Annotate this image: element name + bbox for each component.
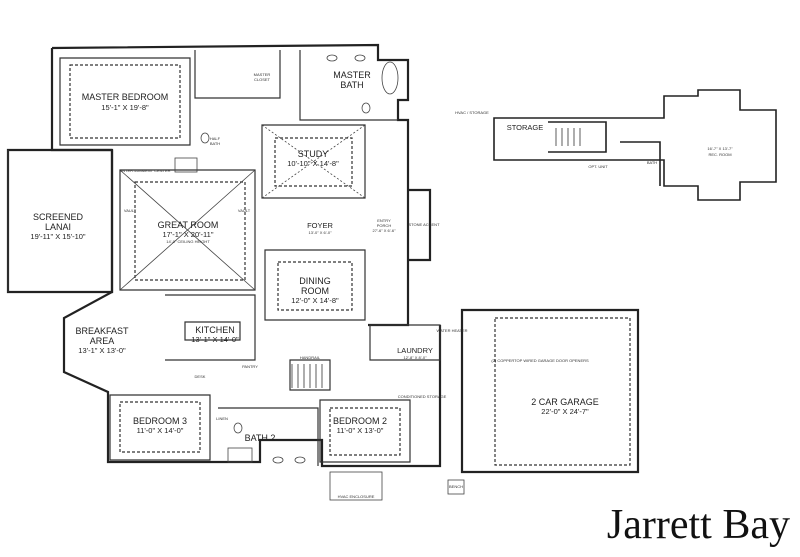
breakfast-dim: 13'-1" X 13'-0" xyxy=(78,346,126,355)
entry-porch-dim: 27'-6" X 6'-6" xyxy=(372,228,396,233)
entry-porch-label: ENTRY xyxy=(377,218,391,223)
dining-room-label2: ROOM xyxy=(301,286,329,296)
garage-label: 2 CAR GARAGE xyxy=(531,397,599,407)
water-heater-note: WATER HEATER xyxy=(436,328,467,333)
storage-label: STORAGE xyxy=(507,123,544,132)
master-bath-label2: BATH xyxy=(340,80,363,90)
half-bath-label2: BATH xyxy=(210,141,220,146)
breakfast-label2: AREA xyxy=(90,336,115,346)
foyer-label: FOYER xyxy=(307,221,333,230)
fixtures xyxy=(119,54,465,501)
master-bedroom-dim: 15'-1" X 19'-8" xyxy=(101,103,149,112)
master-bath-label: MASTER xyxy=(333,70,371,80)
ent-center-note: ENTERTAINMENT CENTER xyxy=(119,168,170,173)
vault-note-2: VAULT xyxy=(238,208,251,213)
foyer-dim: 13'-0" X 6'-0" xyxy=(308,230,332,235)
great-room-label: GREAT ROOM xyxy=(158,220,219,230)
garage-dim: 22'-0" X 24'-7" xyxy=(541,407,589,416)
pantry-note: PANTRY xyxy=(242,364,258,369)
handrail-note: HANDRAIL xyxy=(300,355,321,360)
conditioned-storage-note: CONDITIONED STORAGE xyxy=(398,394,447,399)
plan-title: Jarrett Bay xyxy=(606,502,790,548)
desk-note: DESK xyxy=(195,374,206,379)
bedroom3-label: BEDROOM 3 xyxy=(133,416,187,426)
half-bath-label: HALF xyxy=(210,136,221,141)
study-label: STUDY xyxy=(298,149,329,159)
hvac-storage-label: HVAC / STORAGE xyxy=(455,110,489,115)
exterior-walls xyxy=(6,43,640,474)
bedroom2-label: BEDROOM 2 xyxy=(333,416,387,426)
master-closet-label: MASTER xyxy=(254,72,271,77)
rec-room-label: REC. ROOM xyxy=(708,152,731,157)
upper-bath-label: BATH xyxy=(647,160,657,165)
study-dim: 10'-10" X 14'-8" xyxy=(287,159,339,168)
laundry-dim: 12'-8" X 8'-0" xyxy=(403,355,427,360)
opt-unit-note: OPT. UNIT xyxy=(588,164,608,169)
lanai-label2: LANAI xyxy=(45,222,71,232)
entry-porch-label2: PORCH xyxy=(377,223,392,228)
kitchen-label: KITCHEN xyxy=(195,325,235,335)
breakfast-label: BREAKFAST xyxy=(75,326,129,336)
great-room-dim: 17'-1" X 20'-11" xyxy=(163,230,214,239)
rec-room-dim: 16'-7" X 13'-7" xyxy=(707,146,733,151)
bedroom2-dim: 11'-0" X 13'-0" xyxy=(337,426,384,435)
stone-accent-note: STONE ACCENT xyxy=(408,222,440,227)
linen-note: LINEN xyxy=(216,416,228,421)
bath2-label: BATH 2 xyxy=(245,433,276,443)
bedroom3-dim: 11'-0" X 14'-0" xyxy=(137,426,184,435)
laundry-label: LAUNDRY xyxy=(397,346,433,355)
vault-note-1: VAULT xyxy=(124,208,137,213)
bench-note: BENCH xyxy=(449,484,463,489)
kitchen-dim: 13'-1" X 14'-0" xyxy=(191,335,239,344)
master-closet-label2: CLOSET xyxy=(254,77,271,82)
stairs xyxy=(291,128,581,388)
garage-note: (2) COPPERTOP WIRED GARAGE DOOR OPENERS xyxy=(491,358,589,363)
room-labels: MASTER BEDROOM 15'-1" X 19'-8" MASTER CL… xyxy=(30,70,733,499)
master-bedroom-label: MASTER BEDROOM xyxy=(82,92,169,102)
interior-walls xyxy=(7,50,631,466)
great-room-note: 14'-0" CEILING HEIGHT xyxy=(166,239,210,244)
lanai-dim: 19'-11" X 15'-10" xyxy=(30,232,86,241)
hvac-enclosure-note: HVAC ENCLOSURE xyxy=(338,494,375,499)
dining-room-dim: 12'-0" X 14'-8" xyxy=(291,296,339,305)
dining-room-label: DINING xyxy=(299,276,331,286)
upper-level xyxy=(493,89,777,201)
lanai-label: SCREENED xyxy=(33,212,84,222)
